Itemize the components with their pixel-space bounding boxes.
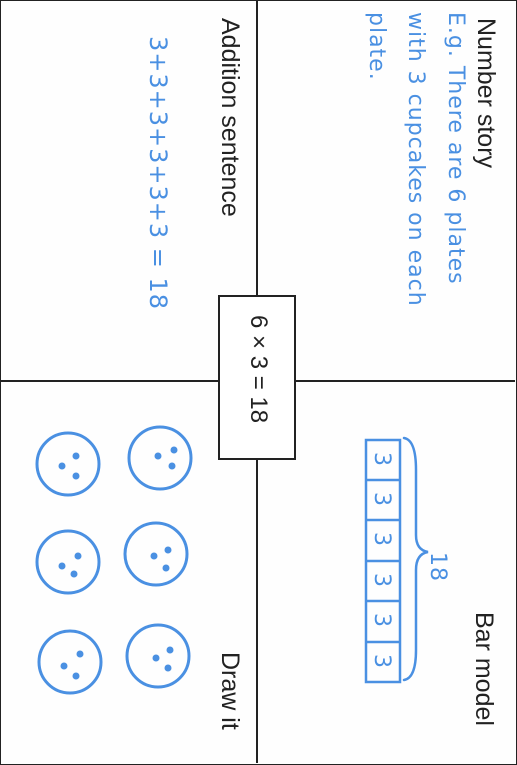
bar-model-cell-4: 3 [369, 573, 394, 588]
bar-model-cell-3: 3 [369, 532, 394, 547]
plate-2 [37, 433, 99, 495]
bar-model-cell-2: 3 [369, 492, 394, 507]
bar-model-bar [366, 440, 400, 682]
plate-4 [37, 531, 99, 593]
bar-model-cell-1: 3 [369, 452, 394, 467]
bar-model-total: 18 [425, 552, 450, 582]
bar-model-cell-6: 3 [369, 654, 394, 669]
plate-6 [39, 631, 101, 693]
draw-it-cupcakes [59, 447, 178, 680]
bar-model-cell-5: 3 [369, 613, 394, 628]
